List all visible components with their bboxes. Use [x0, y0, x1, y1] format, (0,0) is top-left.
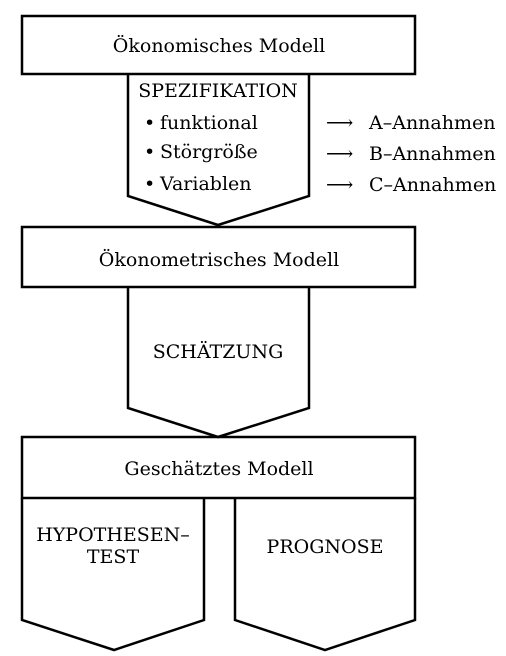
hypothesentest-label-line2: TEST: [86, 546, 140, 568]
annahme-label: C–Annahmen: [369, 174, 497, 196]
box-oekonomisches-modell: [20, 14, 417, 76]
hypothesentest-label-line1: HYPOTHESEN–: [36, 524, 190, 546]
spezifikation-item: Störgröße: [144, 143, 258, 162]
arrow-icon: ⟶: [326, 143, 354, 165]
annahme-label: B–Annahmen: [369, 143, 496, 165]
box-oekonomisches-modell-label: Ökonomisches Modell: [112, 35, 326, 57]
box-geschaetztes-modell-label: Geschätztes Modell: [124, 458, 314, 480]
pentagon-hypothesentest: [20, 498, 206, 652]
prognose-label: PROGNOSE: [266, 536, 384, 558]
arrow-icon: ⟶: [326, 112, 354, 134]
arrow-icon: ⟶: [326, 174, 354, 196]
box-geschaetztes-modell: [20, 435, 417, 500]
pentagon-spezifikation: [126, 74, 311, 227]
annahme-label: A–Annahmen: [369, 112, 496, 134]
spezifikation-title: SPEZIFIKATION: [138, 80, 298, 102]
box-oekonometrisches-modell-label: Ökonometrisches Modell: [98, 249, 340, 271]
spezifikation-item: funktional: [144, 114, 258, 133]
pentagon-prognose: [233, 498, 417, 652]
spezifikation-item: Variablen: [144, 175, 252, 194]
schaetzung-label: SCHÄTZUNG: [152, 341, 284, 363]
box-oekonometrisches-modell: [20, 225, 417, 289]
